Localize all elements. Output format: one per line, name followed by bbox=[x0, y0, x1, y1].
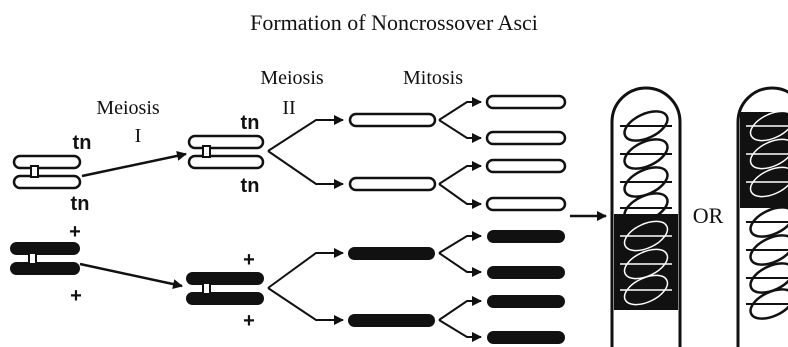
mitosis-arrow bbox=[438, 161, 482, 185]
tn-allele-label: tn bbox=[241, 112, 260, 134]
tn-dyad-chromosomes bbox=[187, 134, 265, 170]
figure-title: Formation of Noncrossover Asci bbox=[250, 10, 538, 35]
mitosis-arrow bbox=[438, 119, 482, 143]
wt-spore-nucleus bbox=[487, 295, 565, 308]
tn-chromatid bbox=[348, 112, 437, 128]
meiosis-one-label: Meiosis bbox=[96, 97, 160, 119]
wt-spore-nucleus bbox=[487, 266, 565, 279]
meiosis-two-arrow bbox=[267, 150, 344, 189]
tn-allele-label: tn bbox=[73, 132, 92, 154]
wt-chromatid bbox=[348, 314, 435, 327]
meiosis-two-arrow bbox=[267, 248, 344, 289]
ascus-spore-white bbox=[620, 110, 672, 142]
meiosis-two-arrow bbox=[267, 287, 344, 325]
tn-allele-label: tn bbox=[71, 193, 90, 215]
centromere bbox=[30, 165, 39, 178]
tn-spore-nucleus bbox=[485, 196, 567, 212]
wt-parent-chromosomes bbox=[10, 242, 80, 275]
wt-chromatid bbox=[348, 247, 435, 260]
ascus-tn-top bbox=[610, 86, 682, 347]
ascus-spore-black bbox=[746, 138, 788, 170]
mitosis-arrow bbox=[438, 183, 482, 209]
meiosis-two-numeral: II bbox=[282, 97, 295, 119]
wt-allele-label: + bbox=[69, 221, 81, 243]
ascus-spore-black bbox=[620, 248, 672, 280]
or-connector: OR bbox=[693, 203, 724, 228]
mitosis-arrow bbox=[438, 252, 482, 277]
ascus-wt-top bbox=[736, 86, 788, 347]
ascus-spore-white bbox=[746, 288, 788, 320]
wt-dyad-chromosomes bbox=[186, 272, 264, 305]
meiosis-two-label: Meiosis bbox=[260, 67, 324, 89]
ascus-spore-black bbox=[620, 220, 672, 252]
meiosis-two-arrow bbox=[267, 115, 344, 152]
mitosis-arrow bbox=[438, 296, 482, 321]
ascus-spore-black bbox=[746, 110, 788, 142]
ascus-spore-white bbox=[746, 206, 788, 238]
tn-spore-nucleus bbox=[485, 94, 567, 110]
wt-allele-label: + bbox=[243, 249, 255, 271]
meiosis-one-arrow bbox=[81, 150, 187, 178]
tn-allele-label: tn bbox=[241, 175, 260, 197]
centromere bbox=[202, 282, 211, 295]
wt-allele-label: + bbox=[243, 310, 255, 332]
meiosis-one-numeral: I bbox=[135, 125, 142, 147]
tn-parent-chromosomes bbox=[12, 154, 82, 190]
ascus-spore-white bbox=[746, 234, 788, 266]
tn-chromatid bbox=[348, 176, 437, 192]
wt-spore-nucleus bbox=[487, 230, 565, 243]
tn-spore-nucleus bbox=[485, 158, 567, 174]
mitosis-arrow bbox=[438, 319, 482, 342]
ascus-spore-black bbox=[620, 274, 672, 306]
wt-spore-nucleus bbox=[487, 331, 565, 344]
ascus-spore-white bbox=[620, 138, 672, 170]
mitosis-arrow bbox=[438, 97, 482, 121]
ascus-spore-black bbox=[746, 166, 788, 198]
centromere bbox=[28, 252, 37, 265]
mitosis-label: Mitosis bbox=[403, 67, 463, 89]
mitosis-arrow bbox=[438, 231, 482, 254]
wt-allele-label: + bbox=[70, 285, 82, 307]
tn-spore-nucleus bbox=[485, 130, 567, 146]
centromere bbox=[202, 145, 211, 158]
meiosis-one-arrow bbox=[79, 262, 183, 289]
